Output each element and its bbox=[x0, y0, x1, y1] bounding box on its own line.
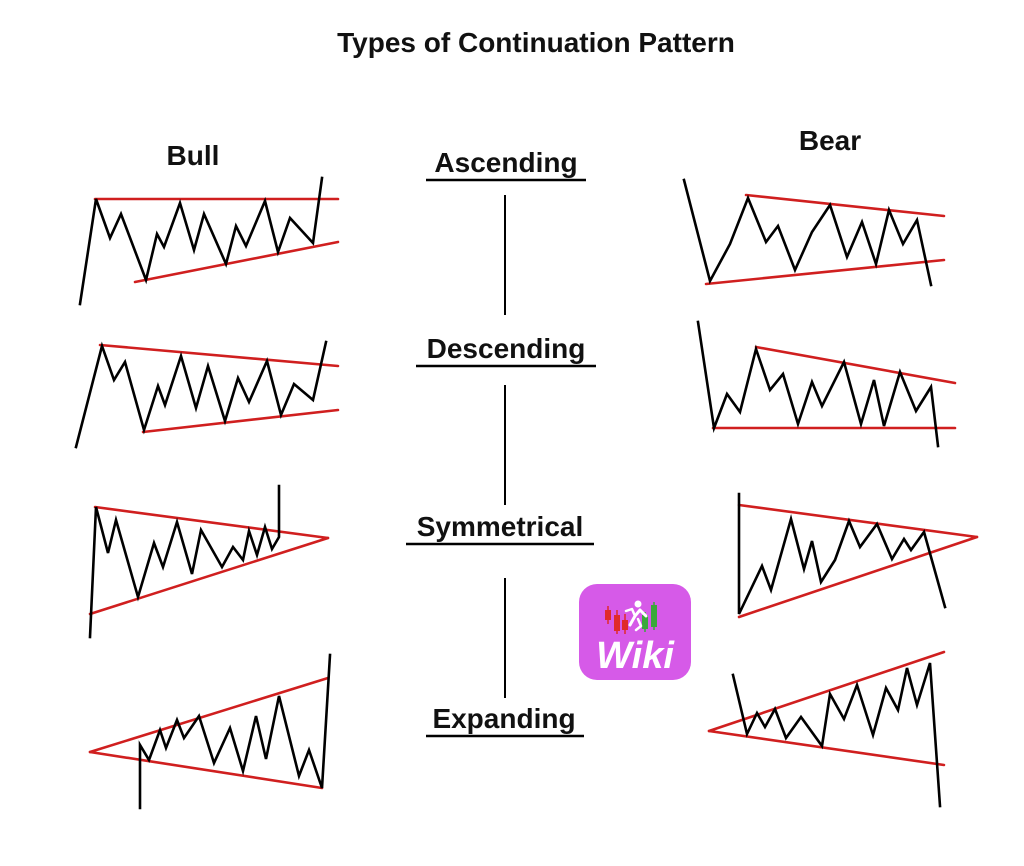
pattern-label-expanding: Expanding bbox=[432, 703, 575, 734]
bear-column-label: Bear bbox=[799, 125, 861, 156]
bear-expanding-pattern bbox=[707, 650, 946, 808]
price-line bbox=[74, 340, 328, 449]
resistance-line bbox=[754, 345, 957, 385]
support-line bbox=[88, 750, 324, 790]
bear-symmetrical-pattern bbox=[737, 492, 979, 619]
price-line bbox=[682, 178, 933, 287]
support-line bbox=[737, 535, 979, 619]
bear-ascending-pattern bbox=[682, 178, 946, 287]
resistance-line bbox=[93, 505, 330, 540]
resistance-line bbox=[737, 503, 979, 539]
bull-expanding-pattern bbox=[88, 653, 332, 810]
support-line bbox=[141, 408, 340, 434]
bull-column-label: Bull bbox=[167, 140, 220, 171]
support-line bbox=[704, 258, 946, 286]
support-line bbox=[88, 536, 330, 616]
bull-symmetrical-pattern bbox=[88, 484, 330, 639]
label-ascending: Ascending bbox=[426, 147, 586, 182]
support-line bbox=[133, 240, 340, 284]
candlestick-runner-icon bbox=[605, 600, 657, 634]
price-line bbox=[731, 662, 942, 808]
pattern-label-symmetrical: Symmetrical bbox=[417, 511, 584, 542]
resistance-line bbox=[88, 676, 330, 754]
logo-text: Wiki bbox=[596, 635, 675, 677]
wiki-logo: Wiki bbox=[579, 584, 691, 680]
price-line bbox=[78, 176, 324, 306]
bear-descending-pattern bbox=[696, 320, 957, 448]
resistance-line bbox=[98, 343, 340, 368]
resistance-line bbox=[744, 193, 946, 218]
support-line bbox=[707, 729, 946, 767]
label-descending: Descending bbox=[416, 333, 596, 368]
price-line bbox=[737, 492, 947, 615]
price-line bbox=[88, 484, 281, 639]
pattern-label-descending: Descending bbox=[427, 333, 586, 364]
bull-ascending-pattern bbox=[78, 176, 340, 306]
label-expanding: Expanding bbox=[426, 703, 584, 738]
pattern-label-ascending: Ascending bbox=[434, 147, 577, 178]
bull-descending-pattern bbox=[74, 340, 340, 449]
resistance-line bbox=[707, 650, 946, 733]
price-line bbox=[138, 653, 332, 810]
logo-background bbox=[579, 584, 691, 680]
page-title: Types of Continuation Pattern bbox=[337, 27, 735, 58]
price-line bbox=[696, 320, 940, 448]
label-symmetrical: Symmetrical bbox=[406, 511, 594, 546]
